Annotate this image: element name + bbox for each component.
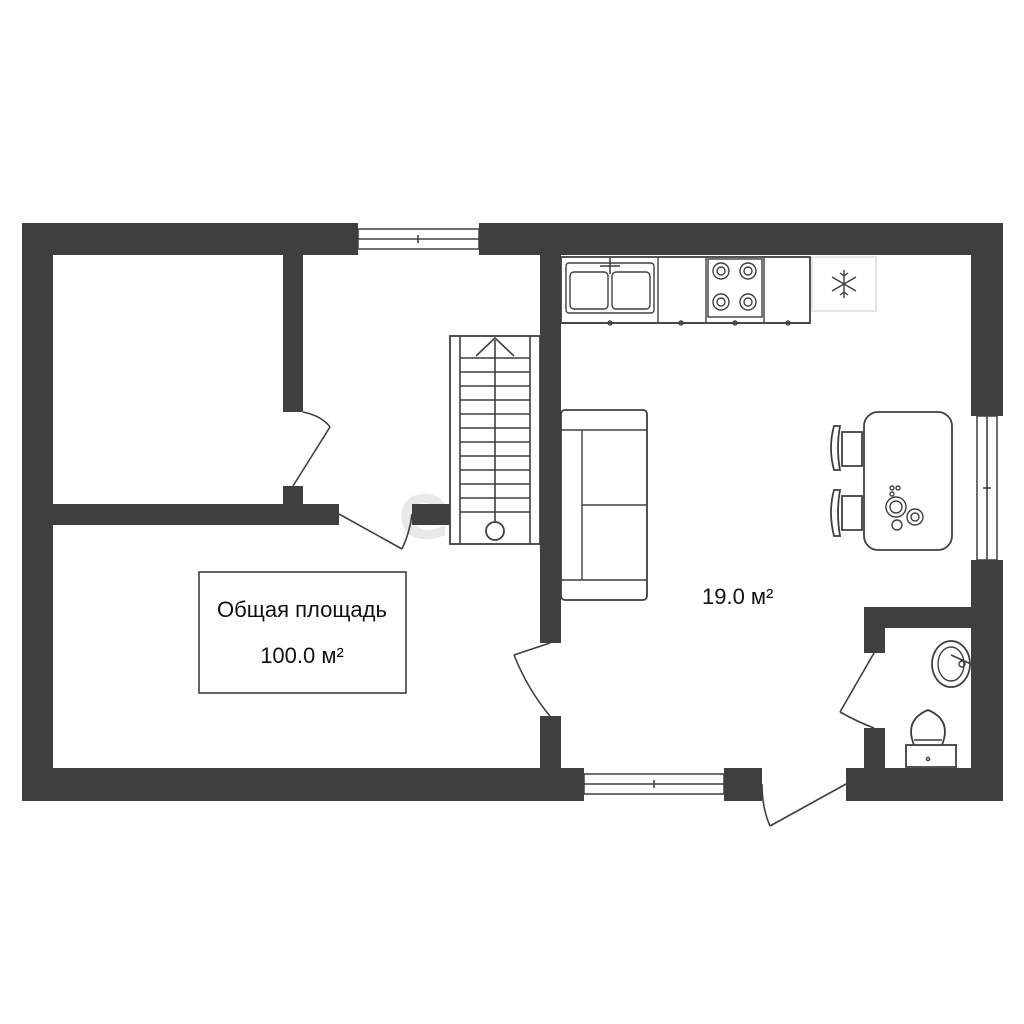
bathroom-left-wall-upper xyxy=(864,607,885,653)
right-wall-bottom xyxy=(971,560,1003,801)
bedroom-partition-upper xyxy=(283,255,303,412)
dining-chair-top xyxy=(830,425,863,471)
toilet xyxy=(905,709,957,768)
window-top xyxy=(357,228,480,250)
top-wall-right xyxy=(479,223,1003,255)
kitchen-counter xyxy=(560,256,811,326)
kitchen-wall-lower xyxy=(540,716,561,768)
sink xyxy=(565,258,655,314)
dining-table xyxy=(863,411,953,551)
horizontal-partition xyxy=(53,504,339,525)
horizontal-partition-stub xyxy=(412,504,450,525)
top-wall-left xyxy=(22,223,358,255)
bedroom-partition-lower xyxy=(283,486,303,504)
dining-chair-bottom xyxy=(830,489,863,537)
interior-walls xyxy=(53,255,971,768)
snowflake-icon xyxy=(831,270,857,298)
left-wall xyxy=(22,223,53,801)
total-area-value: 100.0 м² xyxy=(260,643,344,668)
bottom-wall-mid xyxy=(724,768,762,801)
door-kitchen xyxy=(513,642,551,717)
outer-walls xyxy=(22,223,1003,801)
door-bathroom xyxy=(839,652,875,729)
bottom-wall-left xyxy=(22,768,584,801)
refrigerator xyxy=(811,256,877,312)
kitchen-area-label: 19.0 м² xyxy=(702,584,773,609)
bathroom-top-wall xyxy=(864,607,971,628)
stove xyxy=(707,258,763,318)
window-bottom xyxy=(583,773,725,795)
sofa xyxy=(560,409,648,601)
window-right xyxy=(976,415,998,561)
kitchen-wall-upper xyxy=(540,255,561,643)
staircase xyxy=(449,335,541,545)
door-entrance xyxy=(761,783,847,827)
total-area-title: Общая площадь xyxy=(217,597,387,622)
right-wall-top xyxy=(971,223,1003,416)
washbasin xyxy=(931,640,972,688)
stair-start-marker xyxy=(485,521,505,541)
door-hall xyxy=(338,513,413,550)
bathroom-left-wall-lower xyxy=(864,728,885,768)
door-bedroom xyxy=(292,411,331,487)
total-area-legend: Общая площадь 100.0 м² xyxy=(198,571,407,694)
